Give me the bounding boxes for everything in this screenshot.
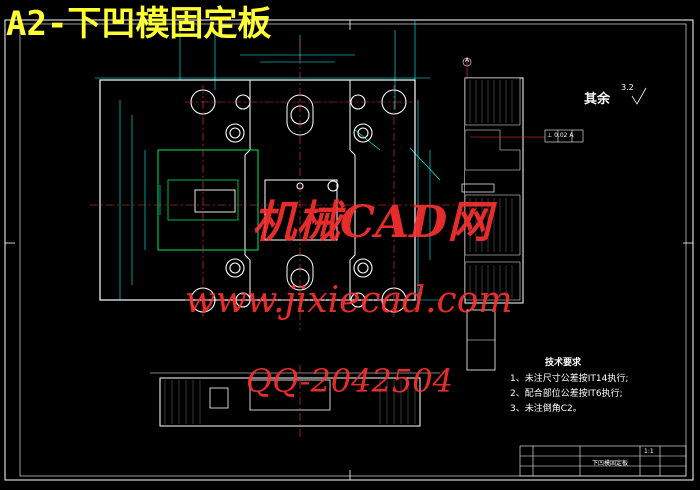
title-block-part-name: 下凹模固定板 xyxy=(592,460,629,467)
watermark-qq: QQ-2042504 xyxy=(246,362,453,400)
tech-req-item-2: 2、配合部位公差按IT6执行; xyxy=(510,389,623,399)
drawing-title: A2-下凹模固定板 xyxy=(6,4,272,44)
bottom-section-view xyxy=(150,365,440,440)
title-block xyxy=(519,445,687,477)
tech-req-heading: 技术要求 xyxy=(545,358,582,368)
tech-req-item-1: 1、未注尺寸公差按IT14执行; xyxy=(510,374,629,384)
tech-req-item-3: 3、未注倒角C2。 xyxy=(510,404,582,414)
surface-roughness-value: 3.2 xyxy=(621,83,634,92)
sheet-border xyxy=(4,19,694,481)
datum-label: A xyxy=(465,57,470,64)
plan-view xyxy=(90,20,460,330)
title-block-scale: 1:1 xyxy=(644,448,654,455)
surface-note: 其余 xyxy=(584,92,611,107)
side-section-view xyxy=(461,57,647,371)
watermark-url: www.jixiecad.com xyxy=(185,280,513,321)
sheet-inner-border xyxy=(19,23,687,477)
tolerance-frame-label: ⊥ 0.02 A xyxy=(547,132,574,139)
watermark-site-name: 机械CAD网 xyxy=(252,197,492,248)
